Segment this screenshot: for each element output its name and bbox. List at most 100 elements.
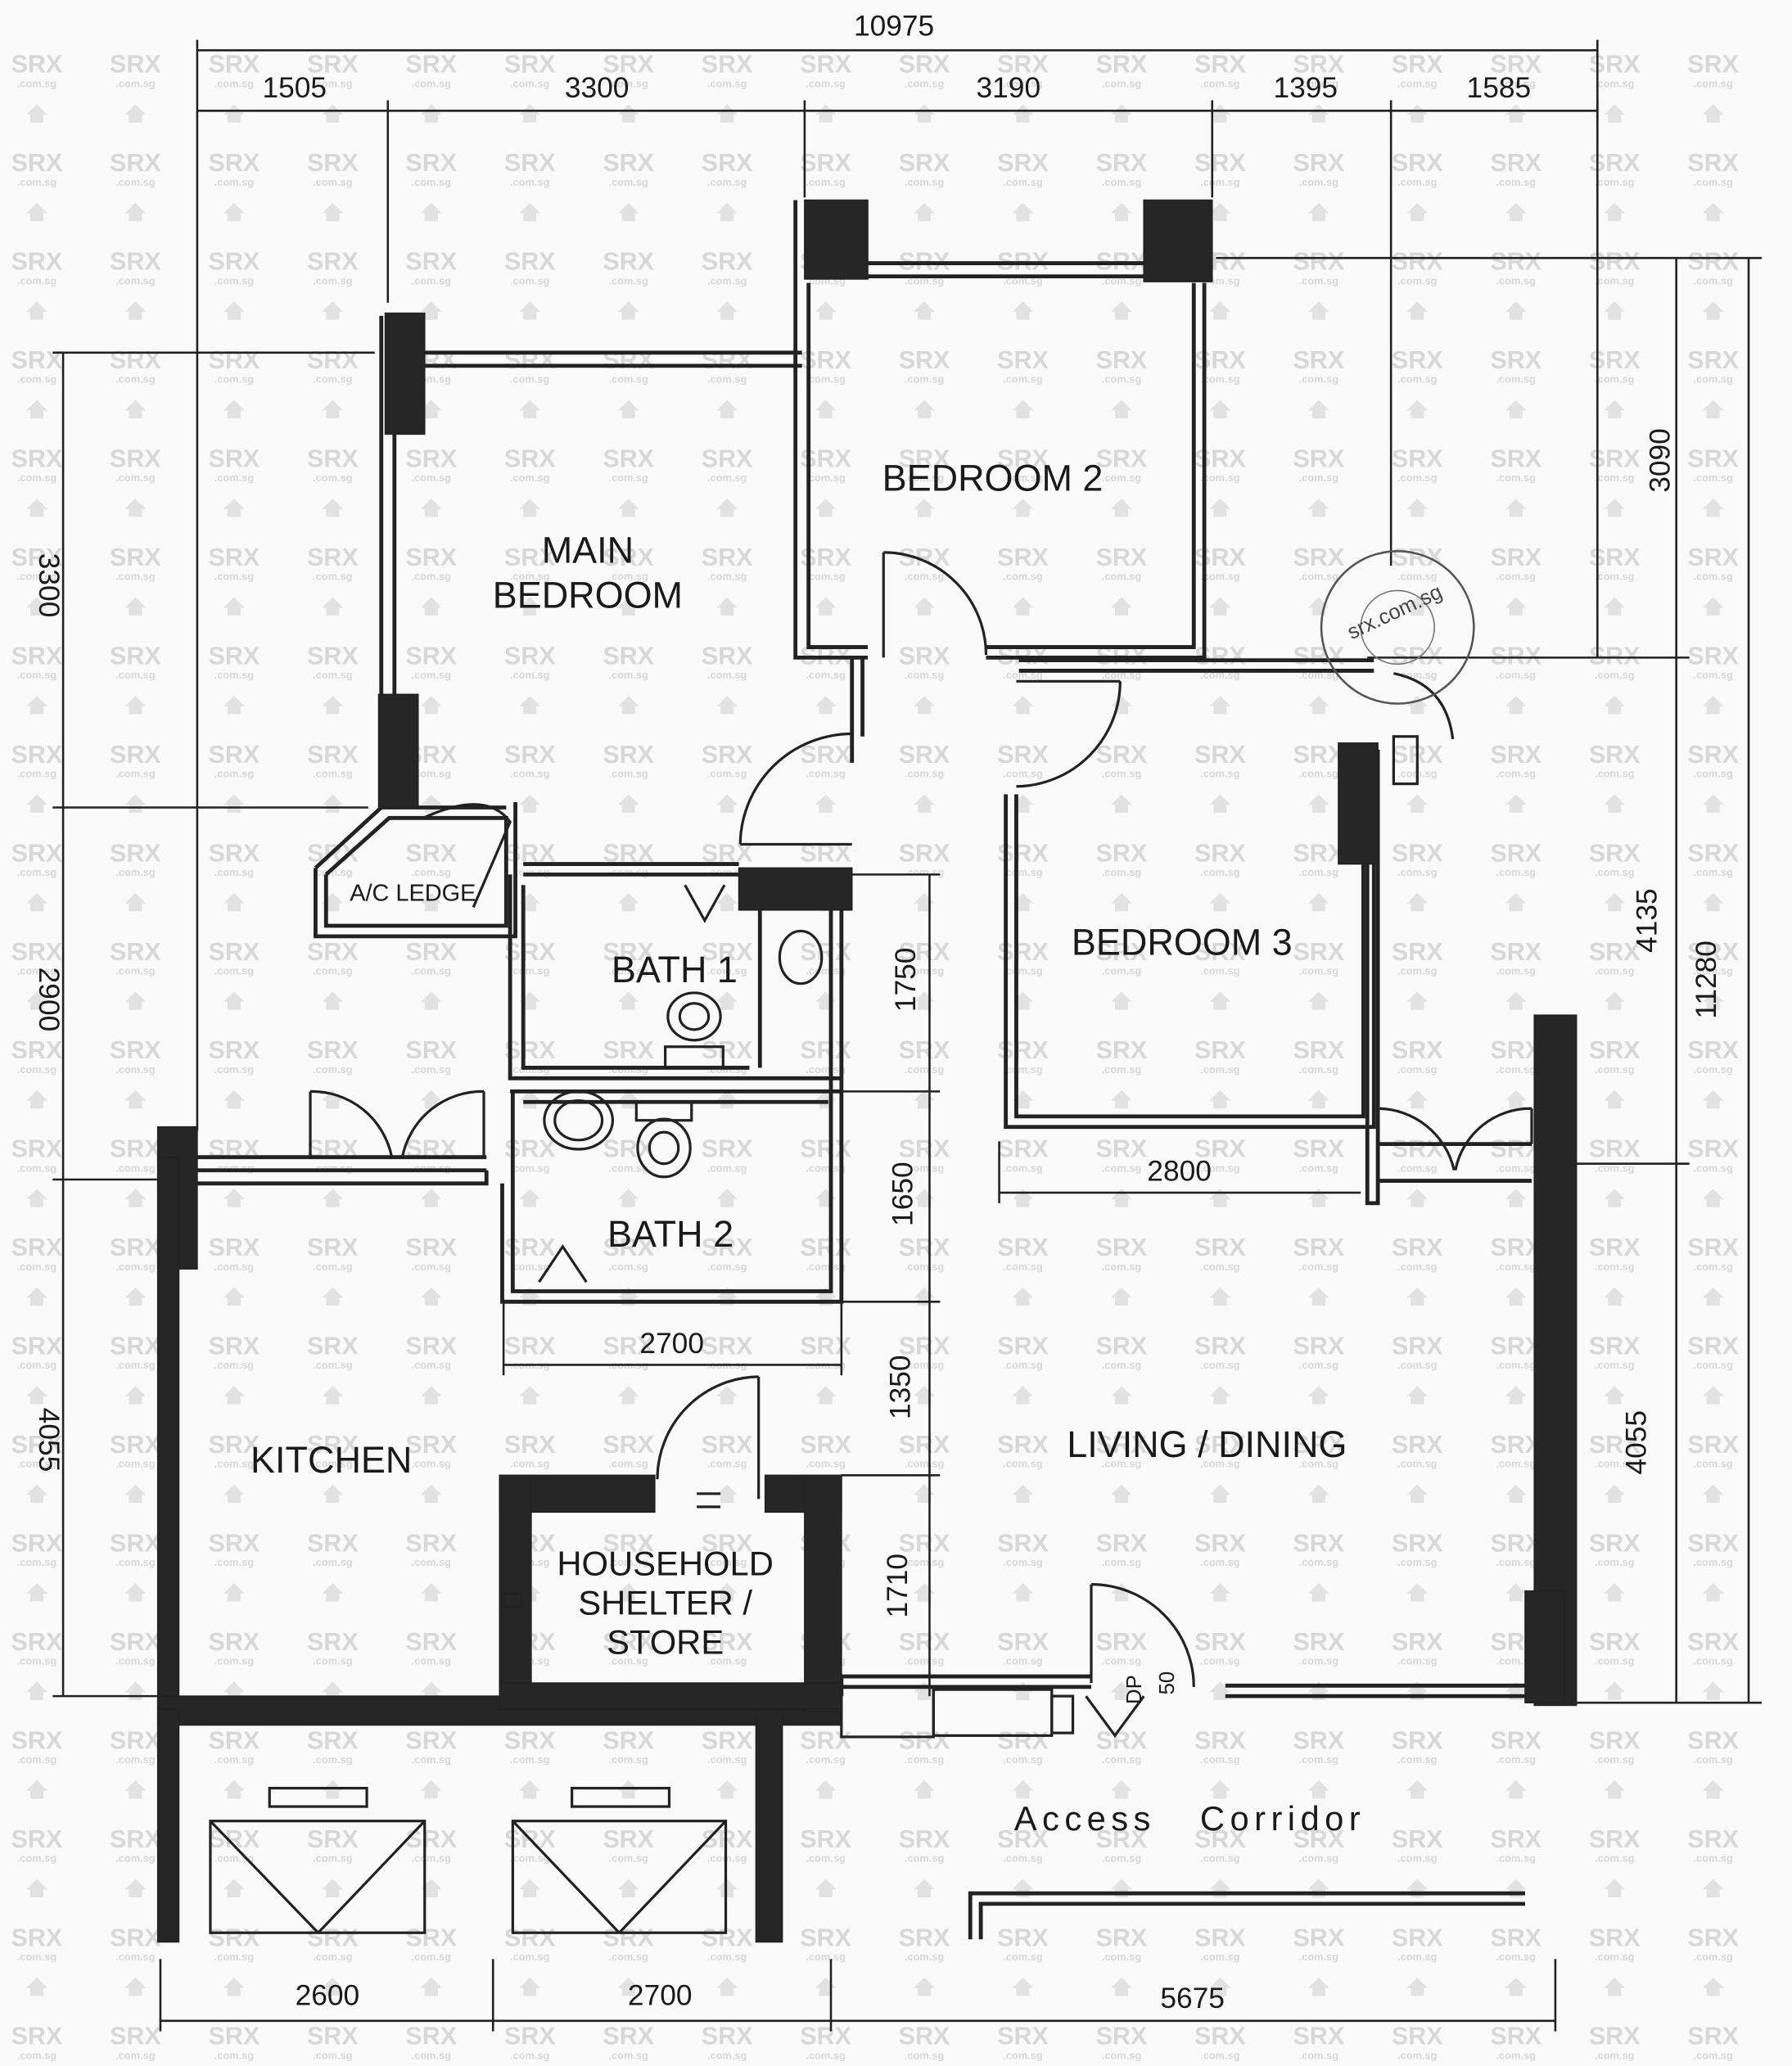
watermark-house-icon xyxy=(1209,892,1231,912)
watermark-sub: .com.sg xyxy=(1595,274,1634,286)
watermark-sub: .com.sg xyxy=(1003,77,1042,89)
watermark-sub: .com.sg xyxy=(115,768,155,780)
watermark-sub: .com.sg xyxy=(806,1852,845,1865)
watermark-logo: SRX xyxy=(405,2023,457,2050)
watermark-logo: SRX xyxy=(307,1333,359,1360)
watermark-house-icon xyxy=(1307,104,1329,123)
watermark-sub: .com.sg xyxy=(707,1753,747,1766)
walls xyxy=(196,200,1532,1940)
watermark-house-icon xyxy=(617,1189,639,1207)
watermark-house-icon xyxy=(1012,399,1034,419)
watermark-sub: .com.sg xyxy=(412,964,451,977)
watermark-house-icon xyxy=(1307,498,1329,517)
watermark-house-icon xyxy=(1702,991,1724,1010)
watermark-logo: SRX xyxy=(1293,938,1344,966)
watermark-logo: SRX xyxy=(405,1431,457,1459)
watermark-house-icon xyxy=(1604,991,1626,1010)
watermark-logo: SRX xyxy=(997,1135,1049,1163)
watermark-house-icon xyxy=(1111,1386,1132,1405)
watermark-sub: .com.sg xyxy=(1397,1162,1437,1174)
watermark-sub: .com.sg xyxy=(313,77,352,89)
watermark-sub: .com.sg xyxy=(412,1556,451,1568)
watermark-sub: .com.sg xyxy=(1595,1753,1634,1766)
label-dp-size: 50 xyxy=(1156,1671,1179,1695)
watermark-logo: SRX xyxy=(209,544,260,571)
watermark-sub: .com.sg xyxy=(412,1063,451,1076)
watermark-sub: .com.sg xyxy=(1397,1261,1437,1273)
watermark-logo: SRX xyxy=(1096,1628,1148,1656)
watermark-logo: SRX xyxy=(209,938,260,966)
watermark-sub: .com.sg xyxy=(115,1458,155,1470)
watermark-sub: .com.sg xyxy=(17,669,56,681)
watermark-house-icon xyxy=(716,892,738,912)
watermark-house-icon xyxy=(26,794,47,813)
watermark-sub: .com.sg xyxy=(412,1951,451,1963)
watermark-house-icon xyxy=(519,1189,541,1207)
watermark-sub: .com.sg xyxy=(412,1655,451,1667)
watermark-sub: .com.sg xyxy=(115,1852,155,1865)
watermark-sub: .com.sg xyxy=(214,1359,254,1371)
watermark-sub: .com.sg xyxy=(1299,1951,1338,1963)
watermark-house-icon xyxy=(1702,498,1724,517)
watermark-sub: .com.sg xyxy=(707,373,747,386)
watermark-logo: SRX xyxy=(11,938,63,966)
watermark-sub: .com.sg xyxy=(1102,866,1141,878)
watermark-logo: SRX xyxy=(997,1234,1049,1261)
watermark-sub: .com.sg xyxy=(412,77,451,89)
watermark-house-icon xyxy=(223,301,245,320)
watermark-logo: SRX xyxy=(405,1825,457,1853)
watermark-logo: SRX xyxy=(11,1036,63,1064)
watermark-sub: .com.sg xyxy=(608,1753,648,1766)
watermark-logo: SRX xyxy=(11,445,63,473)
watermark-house-icon xyxy=(26,104,47,123)
watermark-sub: .com.sg xyxy=(1496,77,1535,89)
watermark-logo: SRX xyxy=(997,346,1049,374)
watermark-logo: SRX xyxy=(702,1628,753,1656)
watermark-house-icon xyxy=(223,1977,245,1996)
watermark-house-icon xyxy=(1406,1484,1429,1504)
watermark-house-icon xyxy=(617,695,639,715)
watermark-logo: SRX xyxy=(899,1431,950,1459)
watermark-logo: SRX xyxy=(603,1628,654,1656)
watermark-logo: SRX xyxy=(1293,149,1344,177)
watermark-sub: .com.sg xyxy=(1693,1655,1732,1667)
watermark-logo: SRX xyxy=(1096,346,1148,374)
watermark-sub: .com.sg xyxy=(1102,571,1141,583)
watermark-sub: .com.sg xyxy=(905,176,944,188)
watermark-sub: .com.sg xyxy=(313,1556,352,1568)
watermark-sub: .com.sg xyxy=(510,471,549,484)
watermark-sub: .com.sg xyxy=(1299,1556,1338,1568)
watermark-logo: SRX xyxy=(1096,1726,1148,1754)
watermark-logo: SRX xyxy=(110,1529,161,1557)
watermark-logo: SRX xyxy=(209,346,260,374)
watermark-house-icon xyxy=(124,1287,147,1306)
watermark-logo: SRX xyxy=(504,51,556,79)
watermark-logo: SRX xyxy=(603,642,654,670)
watermark-house-icon xyxy=(26,1089,47,1109)
watermark-sub: .com.sg xyxy=(1496,768,1535,780)
watermark-logo: SRX xyxy=(603,149,654,177)
watermark-house-icon xyxy=(914,794,935,813)
watermark-sub: .com.sg xyxy=(214,1951,254,1963)
watermark-logo: SRX xyxy=(899,741,950,769)
watermark-logo: SRX xyxy=(702,2023,753,2050)
watermark-sub: .com.sg xyxy=(1496,471,1535,484)
watermark-house-icon xyxy=(519,399,541,419)
watermark-sub: .com.sg xyxy=(1397,1655,1437,1667)
watermark-logo: SRX xyxy=(1096,839,1148,867)
watermark-sub: .com.sg xyxy=(1200,1753,1239,1766)
watermark-sub: .com.sg xyxy=(1299,866,1338,878)
watermark-house-icon xyxy=(1012,1681,1034,1700)
watermark-sub: .com.sg xyxy=(608,1458,648,1470)
watermark-logo: SRX xyxy=(1687,1234,1739,1261)
watermark-sub: .com.sg xyxy=(1200,1655,1239,1667)
watermark-house-icon xyxy=(322,695,344,715)
watermark-sub: .com.sg xyxy=(214,866,254,878)
watermark-house-icon xyxy=(322,1484,344,1504)
watermark-house-icon xyxy=(1307,892,1329,912)
watermark-logo: SRX xyxy=(504,544,556,571)
watermark-sub: .com.sg xyxy=(115,1951,155,1963)
watermark-logo: SRX xyxy=(1096,2023,1148,2050)
watermark-house-icon xyxy=(1702,1583,1724,1602)
